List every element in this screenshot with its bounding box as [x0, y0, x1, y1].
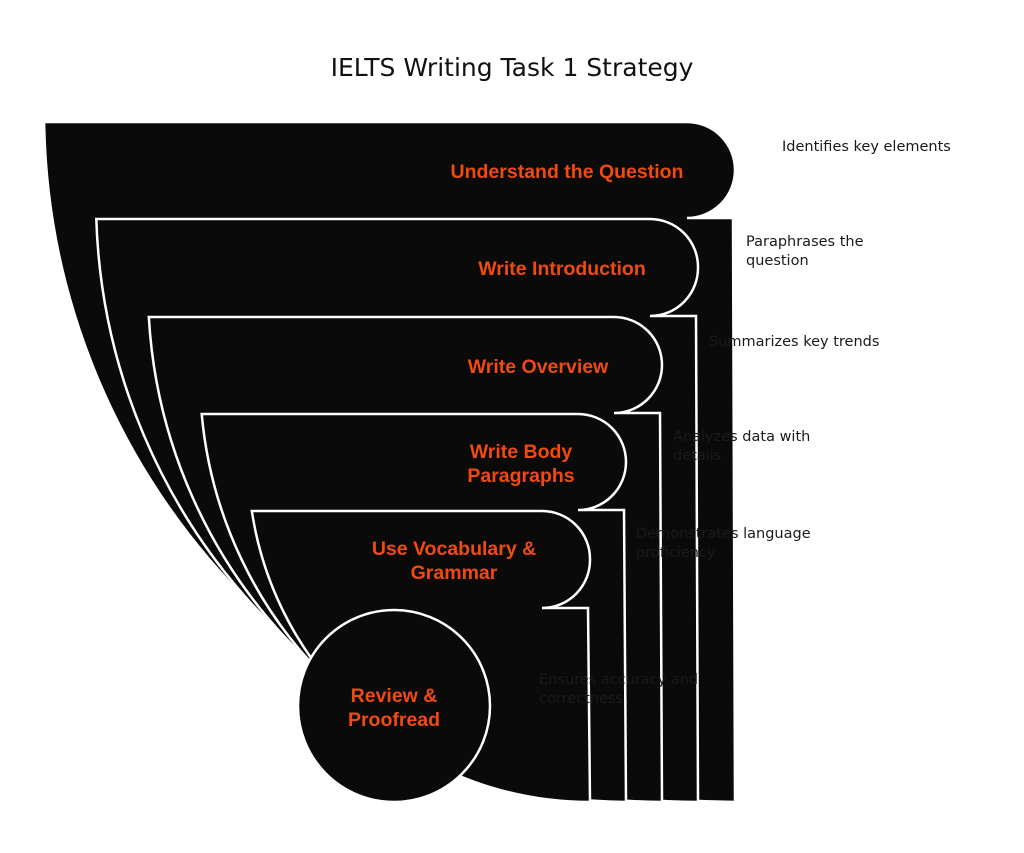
step-description-6: Ensures accuracy and correctness	[539, 672, 698, 707]
step-label-line: Grammar	[411, 562, 498, 584]
step-description-2: Paraphrases the question	[746, 234, 864, 269]
step-description-3: Summarizes key trends	[709, 334, 879, 350]
step-description-line: Identifies key elements	[782, 139, 951, 155]
step-label-2: Write Introduction	[478, 258, 646, 280]
step-label-line: Understand the Question	[451, 161, 684, 183]
step-label-6: Review &Proofread	[348, 685, 440, 731]
step-label-line: Paragraphs	[467, 465, 574, 487]
step-label-5: Use Vocabulary &Grammar	[372, 538, 536, 584]
step-description-line: proficiency	[636, 545, 716, 561]
step-description-1: Identifies key elements	[782, 139, 951, 155]
step-description-4: Analyzes data with details	[673, 429, 810, 464]
step-description-line: Analyzes data with	[673, 429, 810, 445]
step-description-line: Paraphrases the	[746, 234, 864, 250]
step-label-line: Review &	[351, 685, 438, 707]
step-description-line: question	[746, 253, 809, 269]
step-description-5: Demonstrates language proficiency	[636, 526, 811, 561]
step-description-line: details	[673, 448, 721, 464]
step-description-line: Ensures accuracy and	[539, 672, 698, 688]
step-description-line: Demonstrates language	[636, 526, 811, 542]
step-label-3: Write Overview	[468, 356, 609, 378]
step-label-line: Use Vocabulary &	[372, 538, 536, 560]
step-shapes	[42, 120, 737, 804]
step-label-line: Proofread	[348, 709, 440, 731]
diagram-title: IELTS Writing Task 1 Strategy	[331, 53, 694, 82]
step-shape-6	[296, 608, 492, 804]
step-description-line: Summarizes key trends	[709, 334, 879, 350]
step-label-line: Write Body	[470, 441, 573, 463]
step-label-line: Write Introduction	[478, 258, 646, 280]
step-description-line: correctness	[539, 691, 623, 707]
step-label-1: Understand the Question	[451, 161, 684, 183]
step-label-line: Write Overview	[468, 356, 609, 378]
